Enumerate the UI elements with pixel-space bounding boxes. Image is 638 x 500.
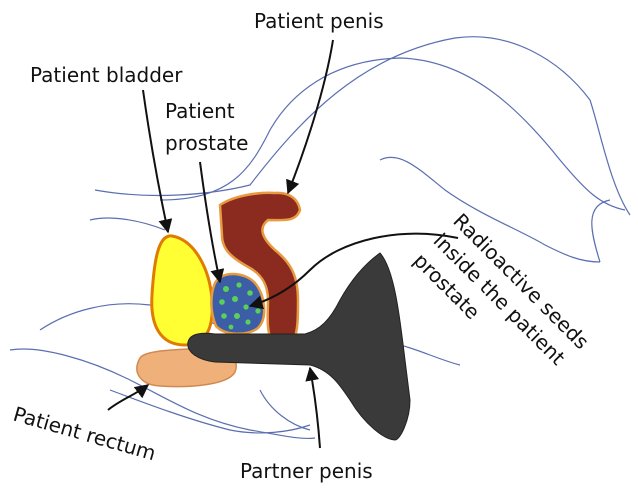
label-patient-bladder: Patient bladder [30, 63, 183, 87]
label-partner-penis: Partner penis [240, 459, 373, 483]
label-patient-prostate-1: Patient [165, 99, 235, 123]
arrow-partner [310, 368, 320, 448]
label-patient-penis: Patient penis [254, 9, 384, 33]
bladder-shape [152, 236, 213, 345]
arrow-rectum [108, 385, 148, 410]
label-radioactive-seeds: Radioactive seeds inside the patient pro… [409, 209, 594, 394]
label-patient-prostate-2: prostate [165, 131, 248, 155]
label-patient-rectum: Patient rectum [11, 402, 159, 466]
